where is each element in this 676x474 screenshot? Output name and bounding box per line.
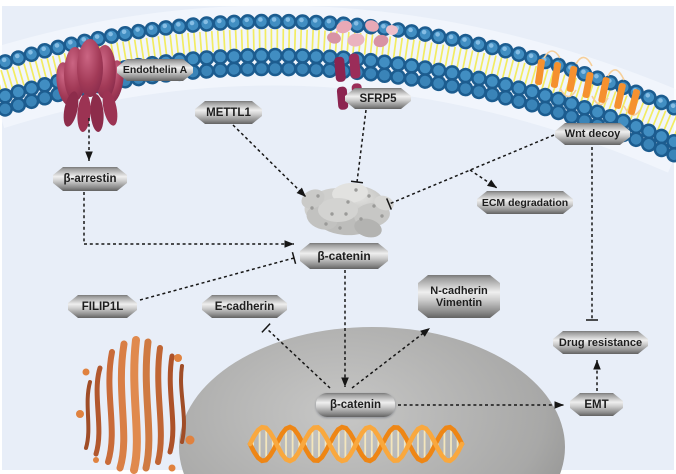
node-emt: EMT — [570, 393, 623, 416]
node-ecm-degradation: ECM degradation — [477, 191, 573, 214]
edge-wnt-decoy-inhibits-beta-catenin-protein — [385, 134, 555, 210]
node-beta-catenin: β-catenin — [300, 243, 388, 269]
beta-catenin-protein — [301, 182, 394, 238]
edge-beta-catenin-nucleus-inhibits-e-cadherin — [261, 323, 331, 389]
node-beta-arrestin: β-arrestin — [53, 167, 127, 191]
edge-beta-catenin-nucleus-activates-emt — [398, 401, 564, 409]
edge-wnt-decoy-inhibits-drug-resistance — [586, 147, 598, 321]
node-filip1l: FILIP1L — [68, 295, 137, 318]
node-endothelin-a: Endothelin A — [117, 59, 193, 81]
edge-beta-catenin-nucleus-activates-n-cadherin-vimentin — [351, 327, 431, 389]
edge-emt-activates-drug-resistance — [593, 360, 601, 391]
node-mettl1: METTL1 — [195, 101, 262, 124]
edge-beta-arrestin-activates-beta-catenin — [83, 192, 294, 248]
edge-filip1l-inhibits-beta-catenin — [139, 252, 297, 301]
node-n-cadherin-vimentin: N-cadherin Vimentin — [418, 275, 500, 318]
edge-wnt-decoy-activates-ecm-degradation — [469, 169, 498, 189]
wnt-ligands — [327, 20, 398, 48]
endothelin-a-receptor — [56, 39, 124, 132]
edge-mettl1-activates-beta-catenin-protein — [232, 124, 307, 198]
node-wnt-decoy: Wnt decoy — [555, 123, 630, 145]
edge-endothelin-a-receptor-activates-beta-arrestin — [85, 118, 93, 161]
pathway-edges — [83, 109, 601, 409]
edge-beta-catenin-activates-beta-catenin-nucleus — [341, 270, 349, 387]
edge-sfrp5-inhibits-beta-catenin-protein — [350, 109, 367, 184]
node-sfrp5: SFRP5 — [345, 88, 411, 109]
node-drug-resistance: Drug resistance — [553, 331, 648, 354]
golgi-apparatus — [76, 336, 195, 474]
node-beta-catenin-nucleus: β-catenin — [316, 393, 395, 417]
dna-helix — [247, 424, 465, 464]
node-e-cadherin: E-cadherin — [202, 295, 287, 318]
frizzled-receptor — [535, 50, 641, 116]
